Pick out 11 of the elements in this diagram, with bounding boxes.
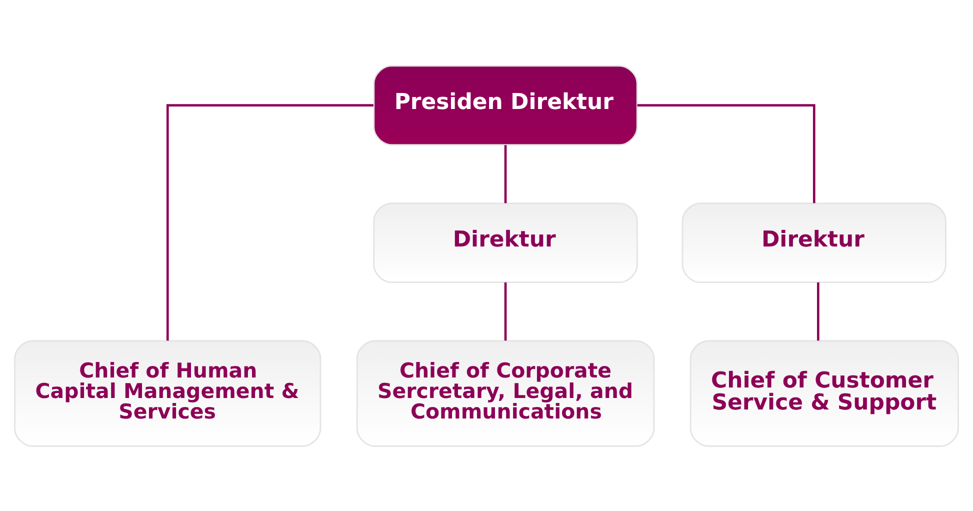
node-box: Presiden Direktur: [373, 64, 638, 146]
connector: [166, 104, 374, 340]
connector: [637, 104, 816, 203]
connector: [504, 144, 507, 203]
connector: [817, 282, 820, 340]
node-box: Chief of Corporate Sercretary, Legal, and Communications: [356, 340, 655, 446]
node-box: Direktur: [373, 202, 638, 283]
node-box: Chief of Human Capital Management & Services: [14, 340, 322, 446]
node-box: Direktur: [682, 202, 947, 283]
connector: [504, 282, 507, 340]
node-box: Chief of Customer Service & Support: [690, 340, 959, 446]
